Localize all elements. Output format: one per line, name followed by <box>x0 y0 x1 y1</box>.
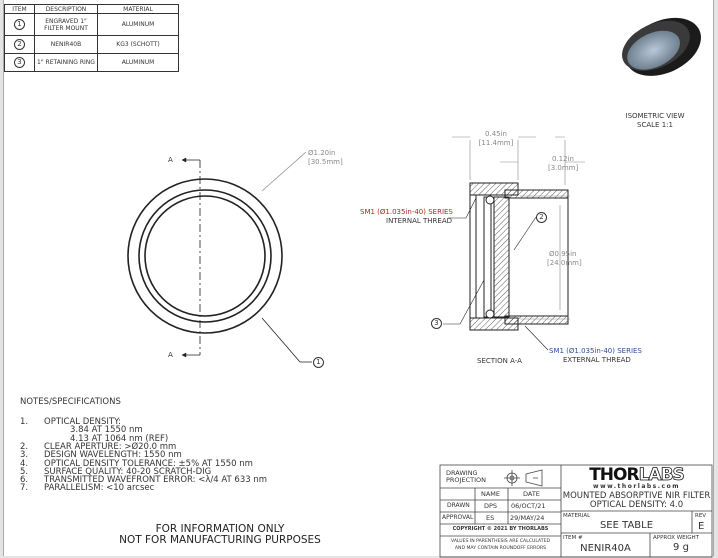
bom-header-description: DESCRIPTION <box>34 4 98 14</box>
bom-description: NENIR40B <box>34 35 98 54</box>
approval-label: APPROVAL <box>442 514 474 521</box>
note-text: DESIGN WAVELENGTH: 1550 nm <box>44 450 182 461</box>
note-text: CLEAR APERTURE: >Ø20.0 mm <box>44 441 177 452</box>
disclaimer-line-1: FOR INFORMATION ONLY <box>155 523 285 535</box>
logo-part-thor: THOR <box>589 465 639 485</box>
bom-description: 1" RETAINING RING <box>34 53 98 72</box>
bom-material: KG3 (SCHOTT) <box>97 35 179 54</box>
item-balloon: 3 <box>14 57 25 68</box>
internal-thread-spec: SM1 (Ø1.035in-40) SERIES <box>360 208 453 216</box>
copyright: COPYRIGHT © 2021 BY THORLABS <box>452 526 549 532</box>
isometric-render <box>622 17 701 76</box>
item-balloon-1: 1 <box>313 357 324 368</box>
drawing-sheet <box>3 0 714 556</box>
note-text: 3.84 AT 1550 nm <box>70 425 143 436</box>
rev-value: E <box>698 521 705 532</box>
drawn-date: 06/OCT/21 <box>511 502 546 510</box>
flange-mm: [3.0mm] <box>548 164 579 172</box>
note-text: 4.13 AT 1064 nm (REF) <box>70 433 169 444</box>
note-number: 1. <box>20 417 29 427</box>
bom-header-material: MATERIAL <box>97 4 179 14</box>
weight-header: APPROX WEIGHT <box>653 535 700 541</box>
rev-header: REV <box>695 513 707 519</box>
logo-part-labs: LABS <box>638 465 685 485</box>
width-mm: [11.4mm] <box>478 139 514 147</box>
note-number: 4. <box>20 458 29 469</box>
drawn-by: DPS <box>484 502 498 510</box>
approval-date: 29/MAY/24 <box>510 514 545 522</box>
item-balloon: 1 <box>14 19 25 30</box>
note-text: SURFACE QUALITY: 40-20 SCRATCH-DIG <box>44 466 212 477</box>
bore-in: Ø0.95in <box>549 250 577 258</box>
outer-diameter-mm: [30.5mm] <box>308 158 343 166</box>
values-note-2: AND MAY CONTAIN ROUNDOFF ERRORS <box>454 546 547 551</box>
front-view <box>127 151 312 363</box>
weight-value: 9 g <box>673 542 689 553</box>
item-balloon: 2 <box>14 39 25 50</box>
note-text: PARALLELISM: <10 arcsec <box>44 483 155 494</box>
section-view <box>443 136 585 351</box>
material-header: MATERIAL <box>563 513 591 519</box>
part-title-1: MOUNTED ABSORPTIVE NIR FILTER <box>562 491 711 501</box>
material-value: SEE TABLE <box>599 520 654 531</box>
item-number: NENIR40A <box>580 543 631 554</box>
part-title-2: OPTICAL DENSITY: 4.0 <box>589 500 684 510</box>
item-header: ITEM # <box>563 535 583 541</box>
isometric-title: ISOMETRIC VIEW <box>625 112 685 120</box>
section-title: SECTION A-A <box>477 357 522 365</box>
approved-by: ES <box>486 514 495 522</box>
notes-title: NOTES/SPECIFICATIONS <box>20 397 121 407</box>
note-text: OPTICAL DENSITY TOLERANCE: ±5% AT 1550 n… <box>44 458 253 469</box>
bom-description: ENGRAVED 1" FILTER MOUNT <box>34 13 98 36</box>
values-note-1: VALUES IN PARENTHESIS ARE CALCULATED <box>450 539 551 544</box>
note-text: OPTICAL DENSITY: <box>44 417 121 427</box>
section-label-top: A <box>168 156 173 164</box>
note-number: 6. <box>20 475 29 486</box>
external-thread-label: EXTERNAL THREAD <box>563 356 631 364</box>
flange-in: 0.12in <box>552 155 574 163</box>
note-number: 3. <box>20 450 29 461</box>
website-url: www.thorlabs.com <box>593 483 680 490</box>
isometric-scale: SCALE 1:1 <box>637 121 673 129</box>
section-label-bottom: A <box>168 351 173 359</box>
note-text: TRANSMITTED WAVEFRONT ERROR: <λ/4 AT 633… <box>44 475 268 486</box>
drawn-label: DRAWN <box>447 502 470 509</box>
item-balloon-2: 2 <box>536 212 547 223</box>
bore-mm: [24.0mm] <box>547 259 582 267</box>
note-number: 2. <box>20 441 29 452</box>
projection-label: DRAWING PROJECTION <box>446 469 486 485</box>
internal-thread-label: INTERNAL THREAD <box>386 217 453 225</box>
bom-material: ALUMINUM <box>97 13 179 36</box>
note-number: 7. <box>20 483 29 494</box>
bom-material: ALUMINUM <box>97 53 179 72</box>
bom-header-item: ITEM <box>4 4 35 14</box>
name-header: NAME <box>481 490 501 498</box>
disclaimer-line-2: NOT FOR MANUFACTURING PURPOSES <box>119 534 321 546</box>
title-block-frame <box>439 464 713 558</box>
note-number: 5. <box>20 466 29 477</box>
date-header: DATE <box>523 490 540 498</box>
item-balloon-3: 3 <box>431 318 442 329</box>
outer-diameter-in: Ø1.20in <box>308 149 336 157</box>
thorlabs-logo: THORLABS <box>561 465 712 486</box>
width-in: 0.45in <box>485 130 507 138</box>
external-thread-spec: SM1 (Ø1.035in-40) SERIES <box>549 347 642 355</box>
